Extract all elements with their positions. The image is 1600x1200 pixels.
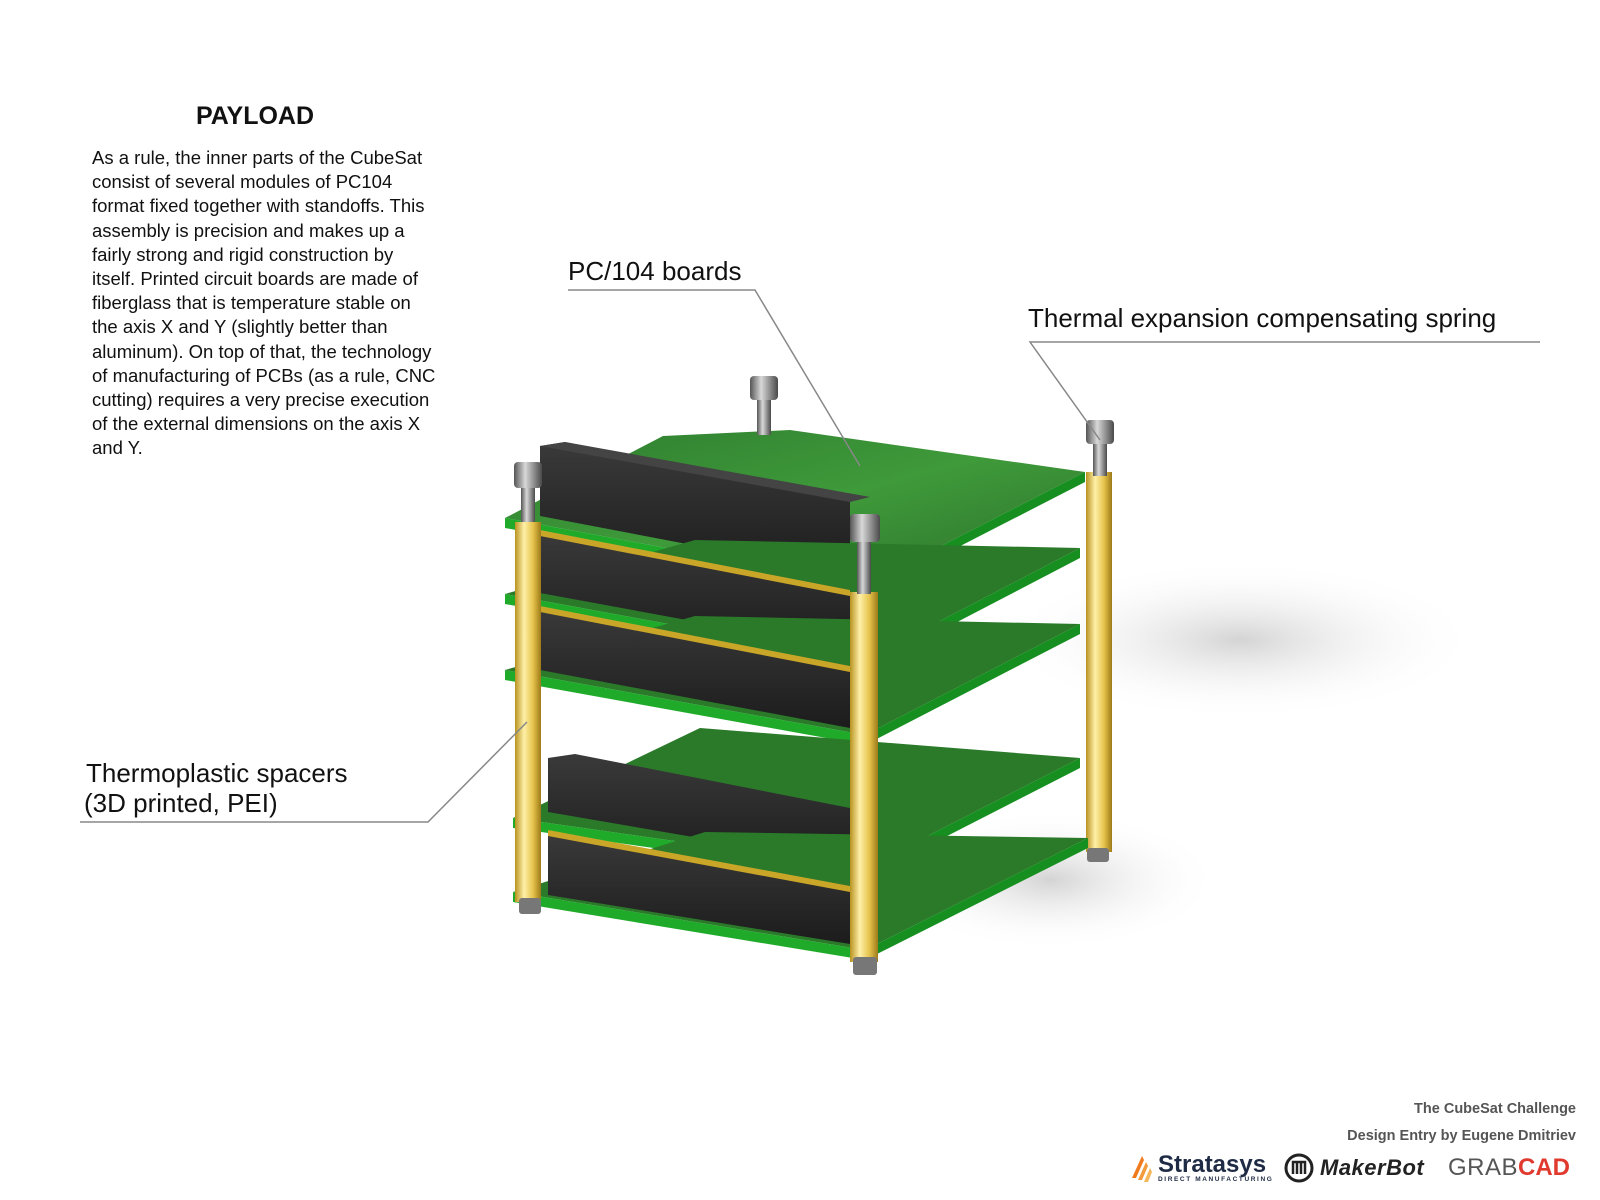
callout-boards: PC/104 boards — [568, 256, 742, 286]
leader-boards — [568, 289, 861, 467]
spring-bolt — [514, 462, 542, 522]
spacer-back — [1086, 472, 1112, 852]
credit-challenge: The CubeSat Challenge — [1414, 1101, 1576, 1117]
spacer-front-right — [850, 592, 878, 962]
grabcad-wordmark-cad: CAD — [1518, 1154, 1571, 1181]
callout-spacers-line1: Thermoplastic spacers — [86, 758, 348, 788]
spacer-front-left — [515, 522, 541, 902]
makerbot-m-icon — [1284, 1153, 1314, 1183]
leader-spring — [1028, 341, 1540, 441]
makerbot-wordmark: MakerBot — [1320, 1155, 1425, 1180]
credit-entry: Design Entry by Eugene Dmitriev — [1347, 1128, 1576, 1144]
callout-spring: Thermal expansion compensating spring — [1028, 303, 1497, 333]
stratasys-subtitle: DIRECT MANUFACTURING — [1158, 1175, 1274, 1183]
spring-bolt — [750, 376, 778, 435]
pc104-connector — [540, 606, 850, 728]
leader-spacers — [80, 721, 528, 823]
panel-description: As a rule, the inner parts of the CubeSa… — [92, 147, 436, 459]
stratasys-wordmark: Stratasys — [1158, 1150, 1267, 1178]
panel-title: PAYLOAD — [195, 102, 315, 130]
grabcad-wordmark-grab: GRAB — [1448, 1154, 1519, 1181]
nut-bottom — [519, 898, 541, 914]
nut-bottom — [853, 957, 877, 975]
pc104-connector — [548, 830, 850, 944]
spring-bolt — [850, 514, 880, 594]
makerbot-logo: MakerBot — [1284, 1148, 1424, 1188]
stratasys-logo: Stratasys DIRECT MANUFACTURING — [1128, 1148, 1273, 1188]
stratasys-mark-icon — [1132, 1156, 1152, 1182]
callout-spacers-line2: (3D printed, PEI) — [84, 788, 278, 818]
spring-bolt — [1086, 420, 1114, 476]
nut-bottom — [1087, 848, 1109, 862]
ground-shadow — [1000, 560, 1480, 720]
